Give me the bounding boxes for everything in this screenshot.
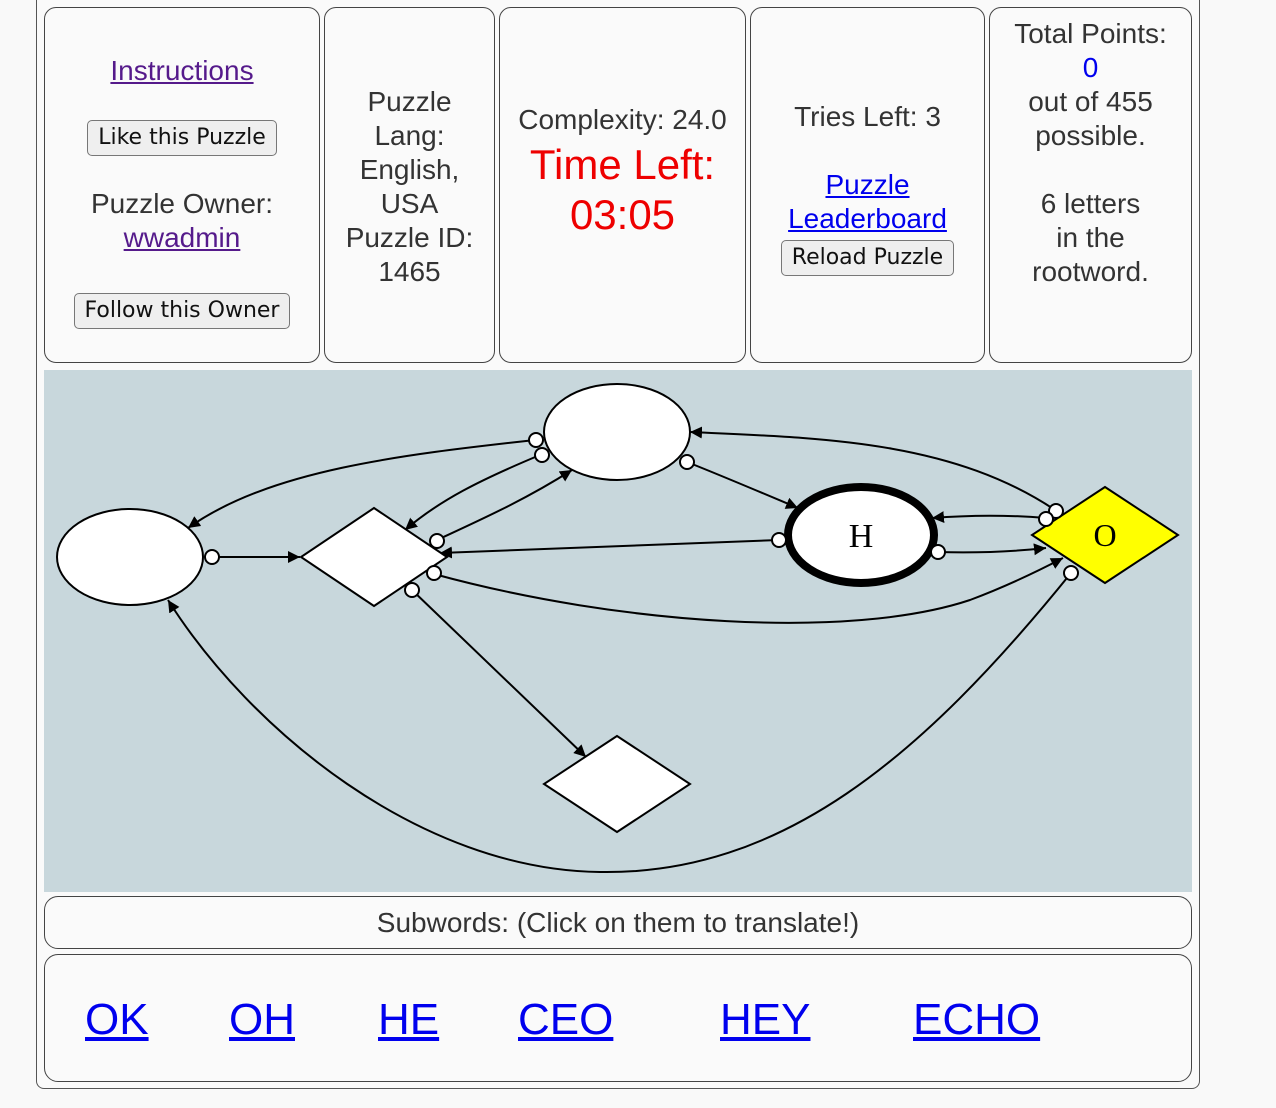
points-panel: Total Points: 0 out of 455 possible. 6 l… <box>989 7 1192 363</box>
edge-mid-to-top <box>436 469 573 541</box>
follow-owner-button[interactable]: Follow this Owner <box>73 293 291 329</box>
tail-dot <box>426 565 442 581</box>
subword-link[interactable]: HEY <box>720 995 811 1044</box>
owner-panel: Instructions Like this Puzzle Puzzle Own… <box>44 7 320 363</box>
subwords-heading: Subwords: (Click on them to translate!) <box>44 896 1192 949</box>
lang-value-line2: USA <box>380 188 439 219</box>
total-points-value: 0 <box>1082 52 1099 83</box>
leaderboard-link-line2[interactable]: Leaderboard <box>788 203 947 234</box>
node-mid-diamond[interactable] <box>299 506 449 608</box>
leaderboard-link-line1[interactable]: Puzzle <box>825 169 910 200</box>
edge-top-to-left <box>187 439 536 529</box>
time-left-value: 03:05 <box>569 191 676 238</box>
edge-o-to-top <box>689 426 1056 511</box>
tail-dot <box>204 549 220 565</box>
node-o[interactable] <box>1030 485 1180 585</box>
edge-o-to-left <box>167 572 1072 874</box>
owner-name-link[interactable]: wwadmin <box>123 222 241 253</box>
instructions-link[interactable]: Instructions <box>110 55 254 86</box>
edge-top-to-mid <box>404 454 541 531</box>
reload-puzzle-button[interactable]: Reload Puzzle <box>780 240 955 276</box>
edge-o-to-h <box>931 511 1047 524</box>
out-of-text: out of 455 <box>1028 86 1153 117</box>
subword-link[interactable]: HE <box>378 995 440 1044</box>
tail-dot <box>1038 511 1054 527</box>
puzzle-id-value: 1465 <box>378 256 441 287</box>
subword-link[interactable]: OH <box>229 995 295 1044</box>
node-h[interactable] <box>784 483 938 587</box>
letters-line1: 6 letters <box>1040 188 1141 219</box>
letters-line2: in the <box>1056 222 1125 253</box>
lang-label-line2: Lang: <box>374 120 445 151</box>
lang-value-line1: English, <box>359 154 460 185</box>
node-top[interactable] <box>543 383 691 481</box>
tail-dot <box>679 454 695 470</box>
subword-link[interactable]: ECHO <box>913 995 1041 1044</box>
node-left[interactable] <box>56 508 204 606</box>
puzzle-id-label: Puzzle ID: <box>345 222 474 253</box>
complexity-text: Complexity: 24.0 <box>518 104 727 135</box>
owner-label: Puzzle Owner: <box>90 188 274 219</box>
tail-dot <box>1063 565 1079 581</box>
edge-h-to-mid <box>439 539 780 559</box>
puzzle-graph: H O <box>44 370 1192 892</box>
subword-link[interactable]: CEO <box>518 995 614 1044</box>
like-puzzle-button[interactable]: Like this Puzzle <box>87 120 277 156</box>
edge-mid-to-o <box>433 557 1064 624</box>
node-bottom-diamond[interactable] <box>542 734 692 834</box>
edge-top-to-h <box>686 461 799 509</box>
tail-dot <box>534 447 550 463</box>
tail-dot <box>429 533 445 549</box>
edge-h-to-o <box>937 543 1047 556</box>
tail-dot <box>528 432 544 448</box>
node-h-letter: H <box>849 518 874 555</box>
time-left-label: Time Left: <box>529 141 716 188</box>
timer-panel: Complexity: 24.0 Time Left: 03:05 <box>499 7 746 363</box>
lang-label-line1: Puzzle <box>367 86 452 117</box>
possible-text: possible. <box>1035 120 1146 151</box>
puzzle-info-panel: Puzzle Lang: English, USA Puzzle ID: 146… <box>324 7 495 363</box>
total-points-label: Total Points: <box>1014 18 1167 49</box>
edge-mid-to-bottom <box>411 589 587 758</box>
node-o-letter: O <box>1093 517 1116 553</box>
tail-dot <box>930 544 946 560</box>
tail-dot <box>771 532 787 548</box>
subword-link[interactable]: OK <box>85 995 149 1044</box>
tail-dot <box>404 582 420 598</box>
tries-panel: Tries Left: 3 Puzzle Leaderboard Reload … <box>750 7 985 363</box>
tries-left-text: Tries Left: 3 <box>794 101 941 132</box>
subwords-list: OK OH HE CEO HEY ECHO <box>44 954 1192 1082</box>
letters-line3: rootword. <box>1032 256 1149 287</box>
